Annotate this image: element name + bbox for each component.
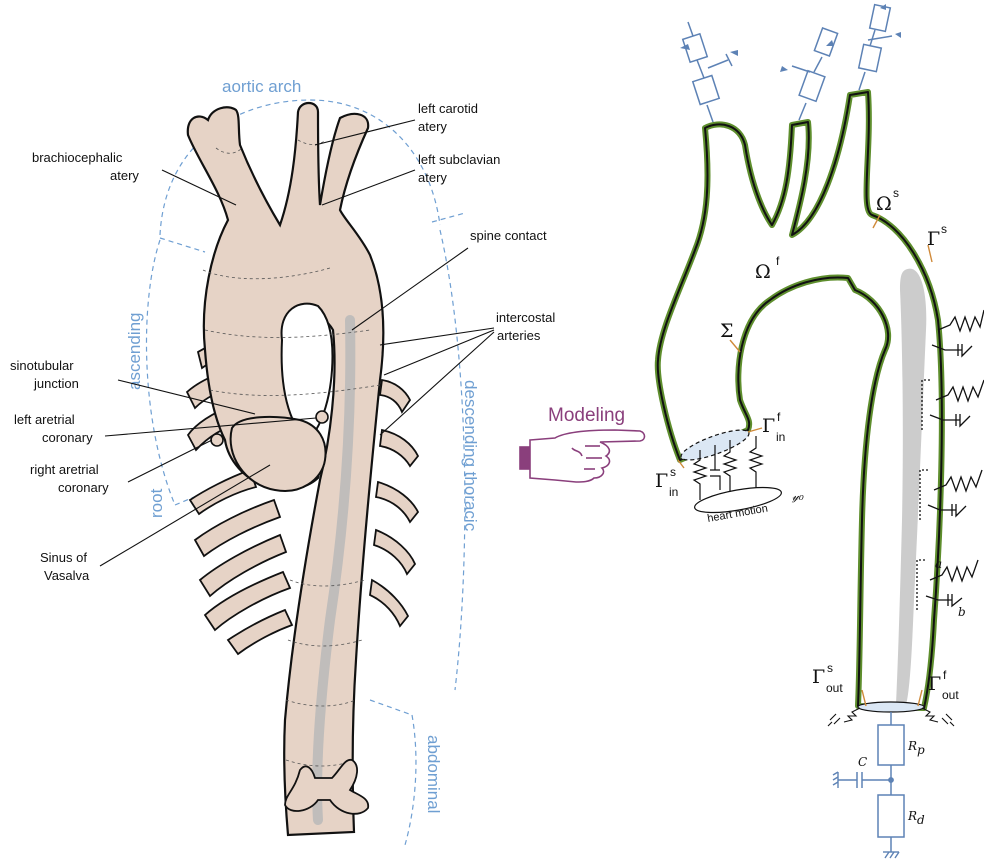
left-coronary-ostium [316,411,328,423]
aorta-model-wall [658,92,942,708]
label-left-coronary-1: left aretrial [14,412,75,427]
symbol-gamma-in-f: Γ [762,415,775,437]
label-left-subclavian-1: left subclavian [418,152,500,167]
symbol-omega-f: Ω [755,261,771,283]
symbol-rp-sub: p [917,743,925,757]
outlet-surface [858,702,924,712]
label-intercostal-2: arteries [497,328,541,343]
label-left-subclavian-2: atery [418,170,447,185]
label-intercostal-1: intercostal [496,310,555,325]
symbol-gamma-in-f-sub: in [776,430,785,444]
wall-spring-supports [917,310,984,610]
symbol-gamma-out-f-sub: out [942,688,959,702]
symbol-y0: 𝓎₀ [791,489,804,503]
resistor-rd [878,795,904,837]
pointing-hand-icon [520,430,645,482]
boundary-leader-lines [678,215,932,706]
label-heart-motion: heart motion [706,503,768,525]
symbol-sigma: Σ [720,320,733,342]
top-windkessel-elements [683,5,892,122]
symbol-omega-s-sup: s [893,186,899,200]
symbol-gamma-in-s: Γ [655,470,668,492]
label-left-carotid-1: left carotid [418,101,478,116]
label-right-coronary-1: right aretrial [30,462,99,477]
symbol-c: C [858,755,867,769]
symbol-gamma-out-s-sup: s [827,661,833,675]
symbol-gamma-out-s: Γ [812,666,825,688]
label-abdominal: abdominal [424,735,443,813]
symbol-gamma-out-f-sup: f [943,668,947,682]
symbol-gamma-s-sup: s [941,222,947,236]
model-panel [658,4,984,858]
abdominal-region [405,715,416,845]
symbol-b: b [958,605,966,619]
label-brachiocephalic-2: atery [110,168,139,183]
label-aortic-arch: aortic arch [222,77,301,96]
symbol-gamma-in-s-sub: in [669,485,678,499]
label-sinotubular-2: junction [33,376,79,391]
symbol-rd-sub: d [917,813,925,827]
aorta-model-outline [658,92,942,708]
symbol-a: a [935,557,942,571]
label-brachiocephalic-1: brachiocephalic [32,150,123,165]
region-tick-2 [432,213,465,222]
resistor-rp [878,725,904,765]
modeling-pointer: Modeling [520,405,645,482]
label-root: root [147,488,166,518]
label-sinus-1: Sinus of [40,550,87,565]
symbol-gamma-in-f-sup: f [777,410,781,424]
label-modeling: Modeling [548,405,625,426]
symbol-rd: R [907,809,917,823]
label-ascending: ascending [125,312,144,390]
symbol-omega-s: Ω [876,193,892,215]
label-sinus-2: Vasalva [44,568,90,583]
label-left-coronary-2: coronary [42,430,93,445]
spine-gray-band [896,269,926,705]
symbol-gamma-out-s-sub: out [826,681,843,695]
symbol-gamma-s: Γ [927,228,940,250]
circuit-ground-icons [833,772,899,858]
anatomical-aorta-panel [146,100,465,845]
symbol-omega-f-sup: f [776,254,780,268]
region-tick-3 [370,700,412,715]
label-sinotubular-1: sinotubular [10,358,74,373]
symbol-rp: R [907,739,917,753]
right-coronary-ostium [211,434,223,446]
region-tick-1 [160,238,205,252]
label-descending-thoracic: descending thoracic [461,380,480,532]
label-left-carotid-2: atery [418,119,447,134]
label-right-coronary-2: coronary [58,480,109,495]
label-spine-contact: spine contact [470,228,547,243]
symbol-gamma-in-s-sup: s [670,465,676,479]
top-ground-icons [680,4,901,72]
symbol-gamma-out-f: Γ [928,673,941,695]
outlet-windkessel-circuit [838,712,904,852]
